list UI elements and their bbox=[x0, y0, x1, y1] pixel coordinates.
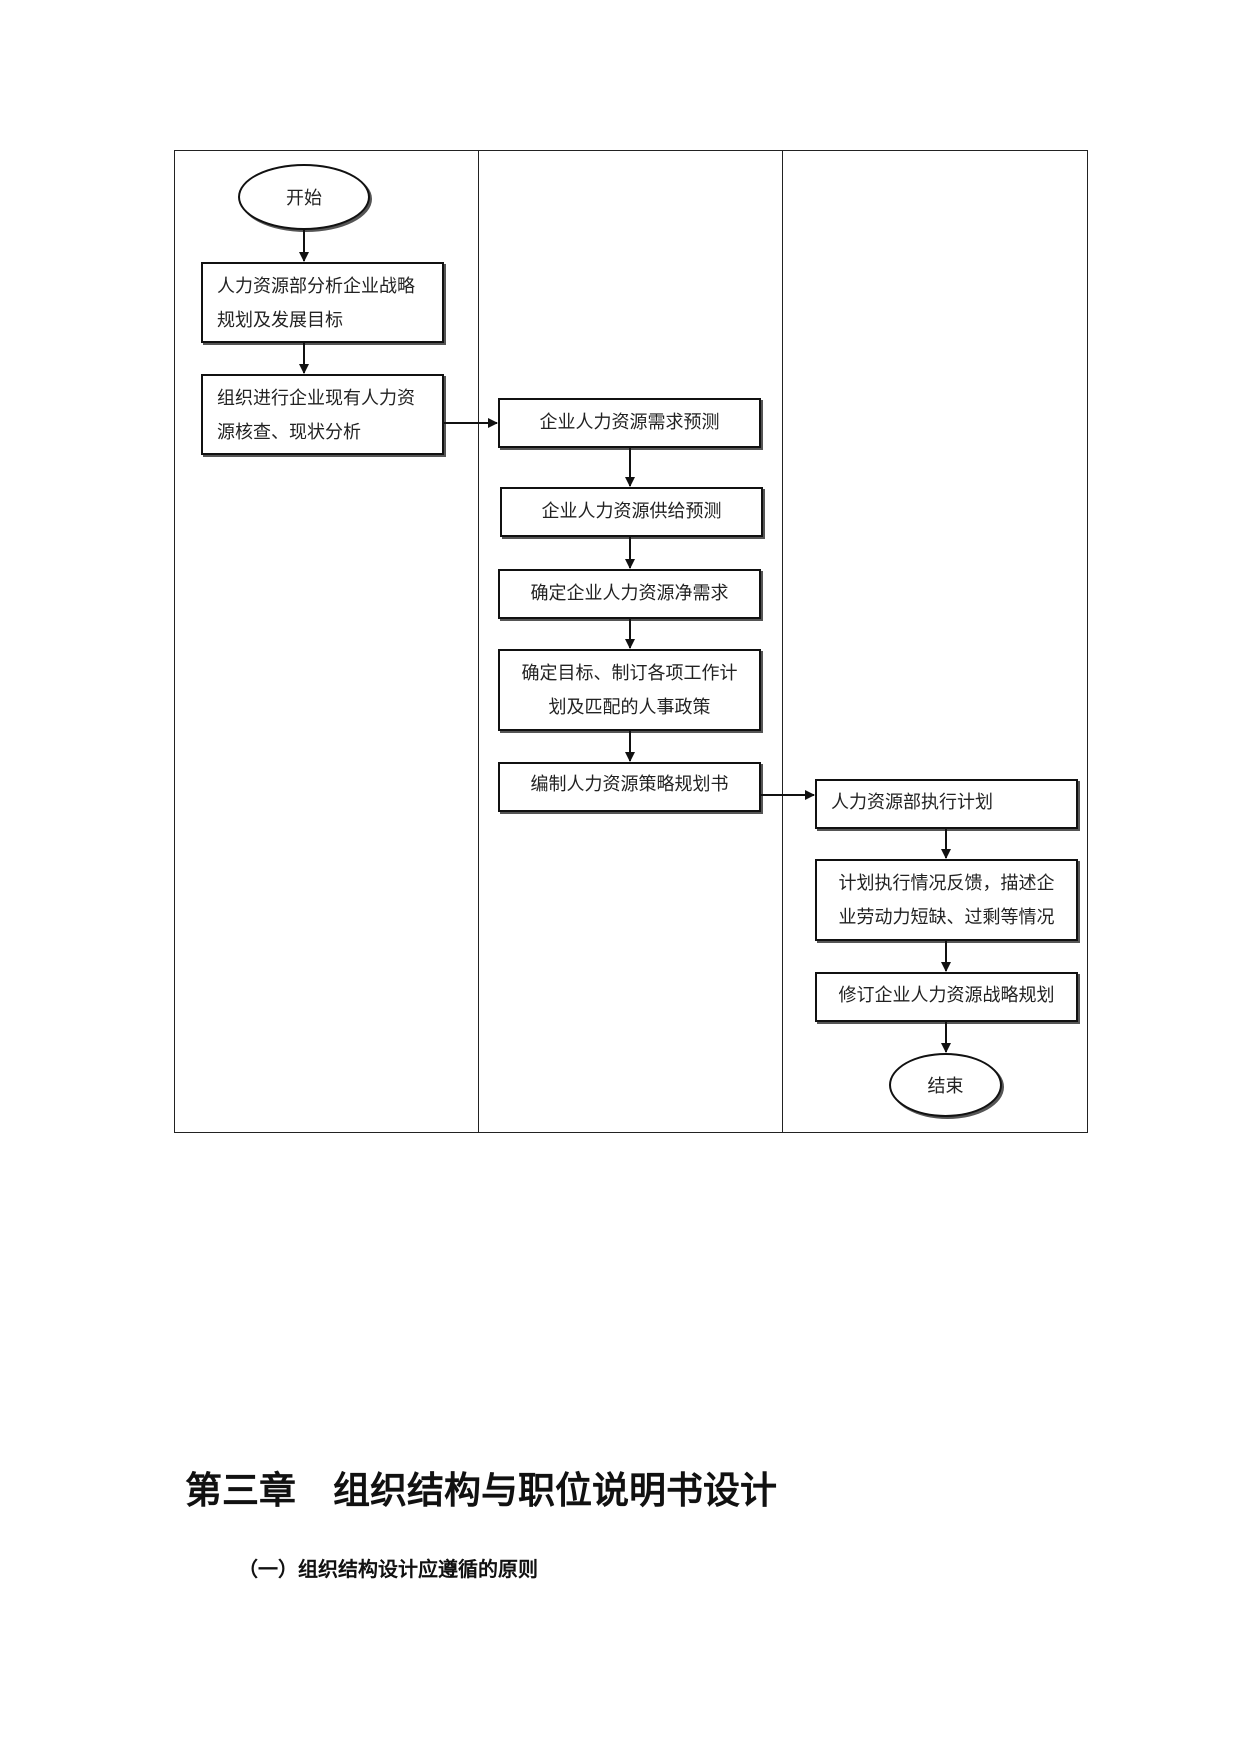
lane3-step2-line1: 计划执行情况反馈，描述企 bbox=[838, 873, 1055, 894]
lane2-step2-label: 企业人力资源供给预测 bbox=[541, 501, 722, 522]
section-title: （一）组织结构设计应遵循的原则 bbox=[238, 1557, 538, 1581]
lane3-step1: 人力资源部执行计划 bbox=[815, 779, 1078, 829]
lane2-step4: 确定目标、制订各项工作计 划及匹配的人事政策 bbox=[498, 649, 761, 731]
lane2-step3: 确定企业人力资源净需求 bbox=[498, 569, 761, 619]
chapter-title: 第三章 组织结构与职位说明书设计 bbox=[185, 1469, 777, 1512]
lane3-step3: 修订企业人力资源战略规划 bbox=[815, 972, 1078, 1022]
lane2-step3-label: 确定企业人力资源净需求 bbox=[530, 583, 729, 604]
lane3-step3-label: 修订企业人力资源战略规划 bbox=[838, 985, 1055, 1006]
lane3-step2: 计划执行情况反馈，描述企 业劳动力短缺、过剩等情况 bbox=[815, 859, 1078, 941]
lane1-step2: 组织进行企业现有人力资 源核查、现状分析 bbox=[201, 374, 444, 455]
end-node: 结束 bbox=[889, 1053, 1002, 1117]
lane2-step5: 编制人力资源策略规划书 bbox=[498, 762, 761, 812]
lane3-step2-line2: 业劳动力短缺、过剩等情况 bbox=[838, 907, 1055, 928]
end-label: 结束 bbox=[927, 1076, 964, 1097]
start-node: 开始 bbox=[238, 164, 370, 230]
swimlane-frame bbox=[174, 150, 1088, 1133]
lane2-step1-label: 企业人力资源需求预测 bbox=[539, 412, 720, 433]
lane-divider-2 bbox=[782, 150, 783, 1133]
lane2-step1: 企业人力资源需求预测 bbox=[498, 398, 761, 448]
lane2-step4-line1: 确定目标、制订各项工作计 bbox=[521, 663, 738, 684]
lane1-step1-line1: 人力资源部分析企业战略 bbox=[217, 276, 415, 297]
lane3-step1-label: 人力资源部执行计划 bbox=[831, 792, 993, 813]
start-label: 开始 bbox=[286, 188, 322, 209]
lane2-step4-line2: 划及匹配的人事政策 bbox=[548, 697, 711, 718]
lane1-step1-line2: 规划及发展目标 bbox=[217, 310, 343, 331]
lane1-step2-line2: 源核查、现状分析 bbox=[217, 422, 361, 443]
lane-divider-1 bbox=[478, 150, 479, 1133]
lane1-step2-line1: 组织进行企业现有人力资 bbox=[217, 388, 415, 409]
lane2-step5-label: 编制人力资源策略规划书 bbox=[530, 774, 729, 795]
lane1-step1: 人力资源部分析企业战略 规划及发展目标 bbox=[201, 262, 444, 343]
lane2-step2: 企业人力资源供给预测 bbox=[500, 487, 763, 537]
